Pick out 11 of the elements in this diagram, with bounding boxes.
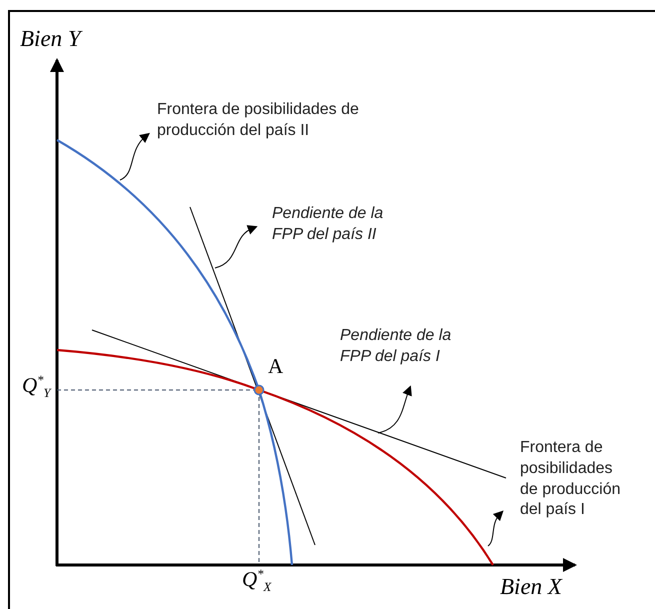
- leader-line: [214, 226, 258, 268]
- annotation-text: Frontera de posibilidades de producción del país II: [157, 100, 362, 142]
- point-label: A: [268, 355, 284, 378]
- leader-line: [378, 385, 412, 434]
- annotation-text: Pendiente de la FPP del país II: [272, 204, 402, 246]
- leader-line: [488, 510, 504, 546]
- axis-label: Bien Y: [20, 26, 81, 52]
- leader-line: [120, 132, 150, 180]
- annotation-text: Frontera de posibilidades de producción del país I: [520, 438, 632, 522]
- annotation-text: Pendiente de la FPP del país I: [340, 326, 470, 368]
- axis-label: Bien X: [500, 574, 562, 600]
